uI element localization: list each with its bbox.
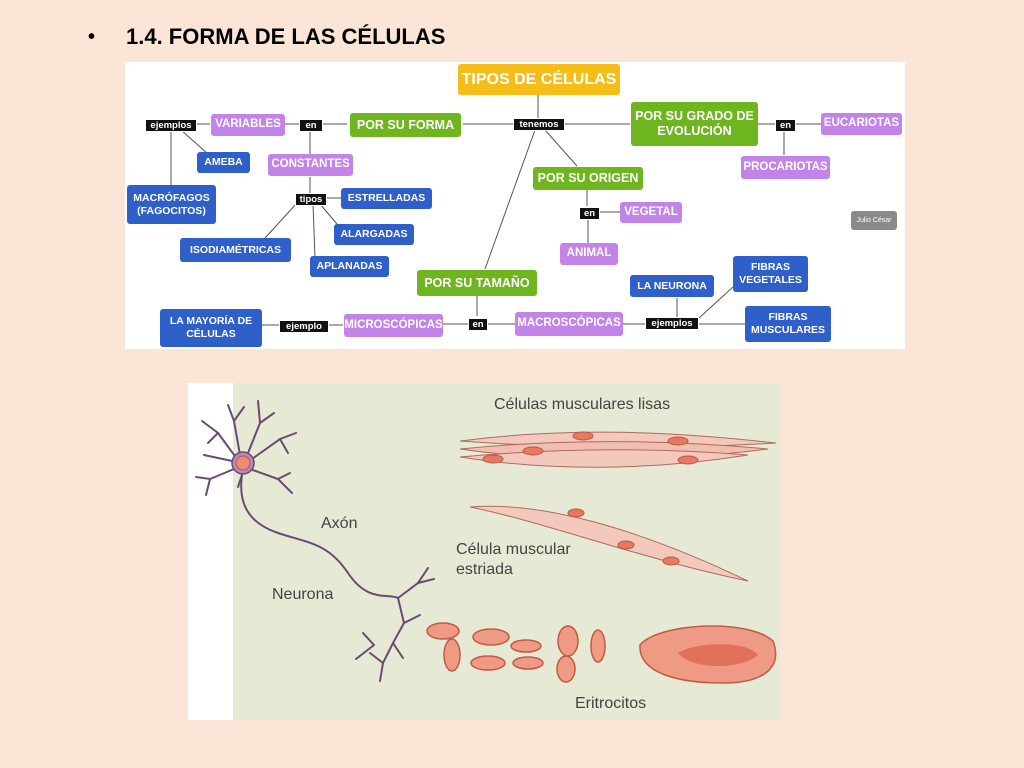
slide-title: • 1.4. FORMA DE LAS CÉLULAS [88, 24, 445, 50]
node-macroscopicas: MACROSCÓPICAS [515, 312, 623, 336]
bullet-icon: • [88, 25, 96, 48]
node-animal: ANIMAL [560, 243, 618, 265]
link-tipos: tipos [295, 193, 327, 206]
node-variables: VARIABLES [211, 114, 285, 136]
link-ejemplos-variables: ejemplos [145, 119, 197, 132]
node-fibras-vegetales: FIBRAS VEGETALES [733, 256, 808, 292]
title-text: 1.4. FORMA DE LAS CÉLULAS [126, 24, 446, 49]
link-tenemos: tenemos [513, 118, 565, 131]
node-aplanadas: APLANADAS [310, 256, 389, 277]
link-en-forma: en [299, 119, 323, 132]
node-eucariotas: EUCARIOTAS [821, 113, 902, 135]
credit-badge: Julio César [851, 211, 897, 230]
label-celula-muscular-estriada: Célula muscular estriada [456, 541, 571, 578]
node-por-su-tamano: POR SU TAMAÑO [417, 270, 537, 296]
node-la-mayoria-de-celulas: LA MAYORÍA DE CÉLULAS [160, 309, 262, 347]
node-estrelladas: ESTRELLADAS [341, 188, 432, 209]
node-por-su-origen: POR SU ORIGEN [533, 167, 643, 190]
cell-drawings [195, 400, 777, 684]
label-eritrocitos: Eritrocitos [575, 695, 647, 712]
node-alargadas: ALARGADAS [334, 224, 414, 245]
concept-map: TIPOS DE CÉLULAS tenemos POR SU FORMA en… [125, 62, 905, 349]
neuron-drawing [195, 400, 435, 682]
node-ameba: AMEBA [197, 152, 250, 173]
node-por-su-forma: POR SU FORMA [350, 113, 461, 137]
connector-lines [170, 95, 821, 326]
link-en-tamano: en [468, 318, 488, 331]
node-tipos-de-celulas: TIPOS DE CÉLULAS [458, 64, 620, 95]
link-ejemplo: ejemplo [279, 320, 329, 333]
node-microscopicas: MICROSCÓPICAS [344, 314, 443, 337]
node-vegetal: VEGETAL [620, 202, 682, 223]
node-procariotas: PROCARIOTAS [741, 156, 830, 179]
node-fibras-musculares: FIBRAS MUSCULARES [745, 306, 831, 342]
cell-shapes-illustration: Células musculares lisas Célula muscular… [188, 383, 780, 720]
link-en-origen: en [579, 207, 600, 220]
link-en-evolucion: en [775, 119, 796, 132]
node-por-su-grado-de-evolucion: POR SU GRADO DE EVOLUCIÓN [631, 102, 758, 146]
node-isodiametricas: ISODIAMÉTRICAS [180, 238, 291, 262]
node-constantes: CONSTANTES [268, 154, 353, 176]
erythrocytes-drawing [426, 622, 606, 683]
label-axon: Axón [321, 515, 358, 532]
label-neurona: Neurona [272, 586, 334, 603]
label-celulas-musculares-lisas: Células musculares lisas [494, 396, 671, 413]
link-ejemplos-tamano: ejemplos [645, 317, 699, 330]
node-macrofagos: MACRÓFAGOS (FAGOCITOS) [127, 185, 216, 224]
smooth-muscle-drawing [459, 431, 777, 468]
node-la-neurona: LA NEURONA [630, 275, 714, 297]
